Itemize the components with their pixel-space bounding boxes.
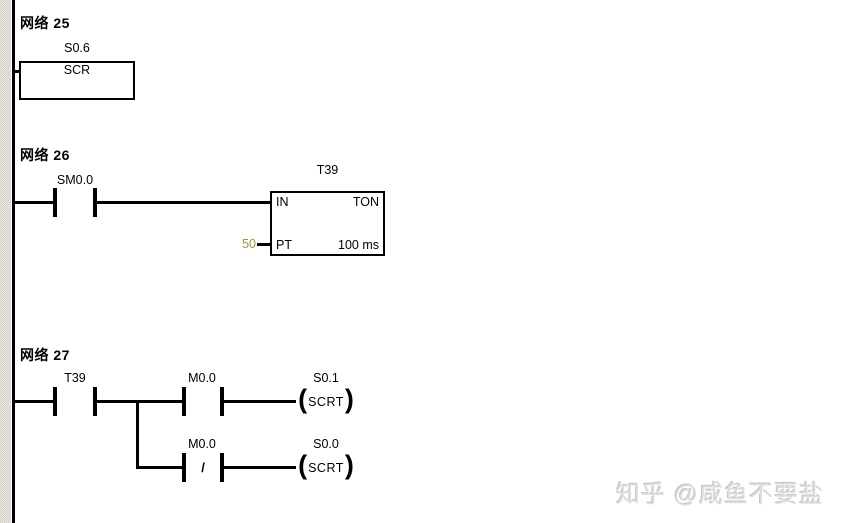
wire-segment (224, 466, 296, 469)
timer-preset-value[interactable]: 50 (242, 237, 256, 251)
coil-paren-close: ) (344, 384, 354, 414)
wire-segment (97, 201, 270, 204)
wire-segment (15, 400, 53, 403)
nc-contact-slash: / (201, 460, 205, 475)
network-27-title[interactable]: 网络 27 (20, 347, 70, 363)
contact-bar (220, 387, 224, 416)
contact-sm00-operand-label[interactable]: SM0.0 (56, 173, 94, 187)
coil-mnemonic: SCRT (308, 460, 344, 475)
coil-paren-close: ) (344, 450, 354, 480)
pt-pin-tick (257, 243, 270, 246)
timer-pt-pin-label: PT (276, 238, 292, 252)
contact-bar (182, 453, 186, 482)
left-power-rail (12, 0, 15, 523)
scr-operand-label[interactable]: S0.6 (64, 41, 90, 55)
coil-s00-operand-label[interactable]: S0.0 (313, 437, 339, 451)
contact-bar (93, 188, 97, 217)
coil-s01-operand-label[interactable]: S0.1 (313, 371, 339, 385)
contact-m00-no-operand-label[interactable]: M0.0 (188, 371, 216, 385)
timer-time-base-label: 100 ms (338, 238, 379, 252)
network-26-title[interactable]: 网络 26 (20, 147, 70, 163)
contact-bar (93, 387, 97, 416)
branch-vertical-wire (136, 400, 139, 469)
contact-bar (53, 387, 57, 416)
wire-segment (15, 201, 53, 204)
scr-mnemonic: SCR (63, 63, 91, 77)
ton-timer-box[interactable]: IN TON PT 100 ms (270, 191, 385, 256)
coil-paren-open: ( (298, 384, 308, 414)
editor-margin-strip (0, 0, 11, 523)
timer-in-pin-label: IN (276, 195, 289, 209)
timer-operand-label[interactable]: T39 (316, 163, 339, 177)
coil-paren-open: ( (298, 450, 308, 480)
contact-m00-nc-operand-label[interactable]: M0.0 (188, 437, 216, 451)
wire-segment (136, 466, 182, 469)
network-25-title[interactable]: 网络 25 (20, 15, 70, 31)
contact-m00-nc[interactable] (182, 453, 224, 482)
wire-segment (15, 70, 21, 73)
contact-t39-operand-label[interactable]: T39 (64, 371, 86, 385)
wire-segment (224, 400, 296, 403)
scrt-coil-s01[interactable]: ( SCRT ) (294, 384, 358, 416)
scr-box[interactable]: SCR (19, 61, 135, 100)
contact-sm00[interactable] (53, 188, 97, 217)
wire-segment (97, 400, 182, 403)
coil-mnemonic: SCRT (308, 394, 344, 409)
zhihu-watermark: 知乎 @咸鱼不要盐 (616, 481, 825, 508)
contact-bar (53, 188, 57, 217)
contact-t39[interactable] (53, 387, 97, 416)
contact-m00-no[interactable] (182, 387, 224, 416)
contact-bar (220, 453, 224, 482)
contact-bar (182, 387, 186, 416)
scrt-coil-s00[interactable]: ( SCRT ) (294, 450, 358, 482)
timer-instruction-label: TON (352, 195, 379, 209)
